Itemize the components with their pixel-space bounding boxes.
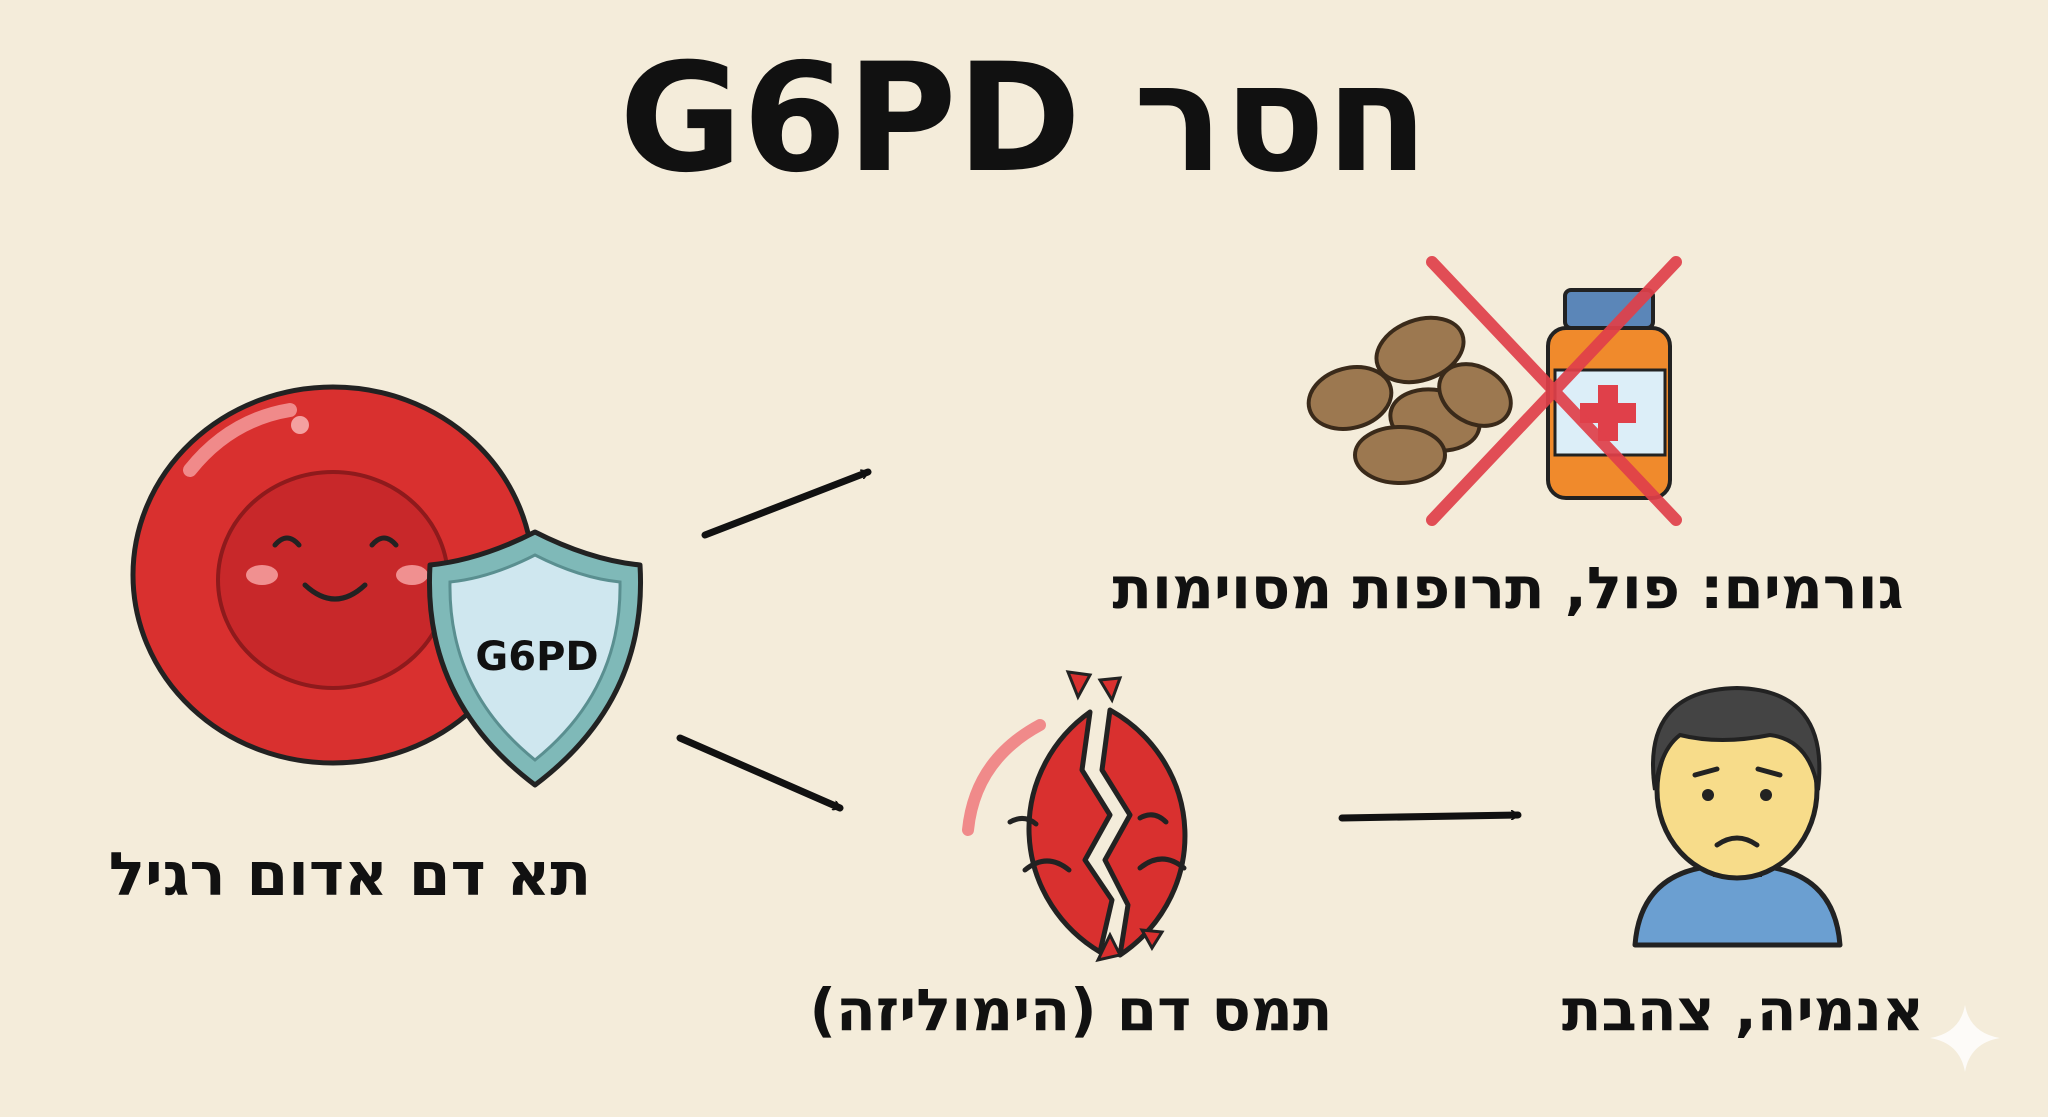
arrow-to-triggers-icon — [701, 468, 872, 539]
hemolysis-label: תמס דם (הימוליזה) — [810, 976, 1333, 1044]
sad-person-icon — [1632, 685, 1843, 948]
outcome-label: אנמיה, צהבת — [1562, 976, 1924, 1044]
medicine-bottle-icon — [1546, 288, 1672, 500]
fava-beans-icon — [1306, 315, 1513, 485]
shield-icon: G6PD — [426, 529, 644, 788]
page-title: חסר G6PD — [619, 32, 1429, 206]
shield-label: G6PD — [475, 634, 598, 680]
arrow-to-outcome-icon — [1338, 815, 1522, 822]
arrow-to-hemolysis-icon — [676, 734, 844, 812]
normal-cell-label: תא דם אדום רגיל — [109, 840, 592, 910]
broken-red-blood-cell-icon — [962, 670, 1188, 963]
sparkle-icon — [1930, 1005, 2000, 1072]
triggers-label: גורמים: פול, תרופות מסוימות — [1112, 554, 1903, 622]
cross-out-icon — [1426, 256, 1682, 526]
